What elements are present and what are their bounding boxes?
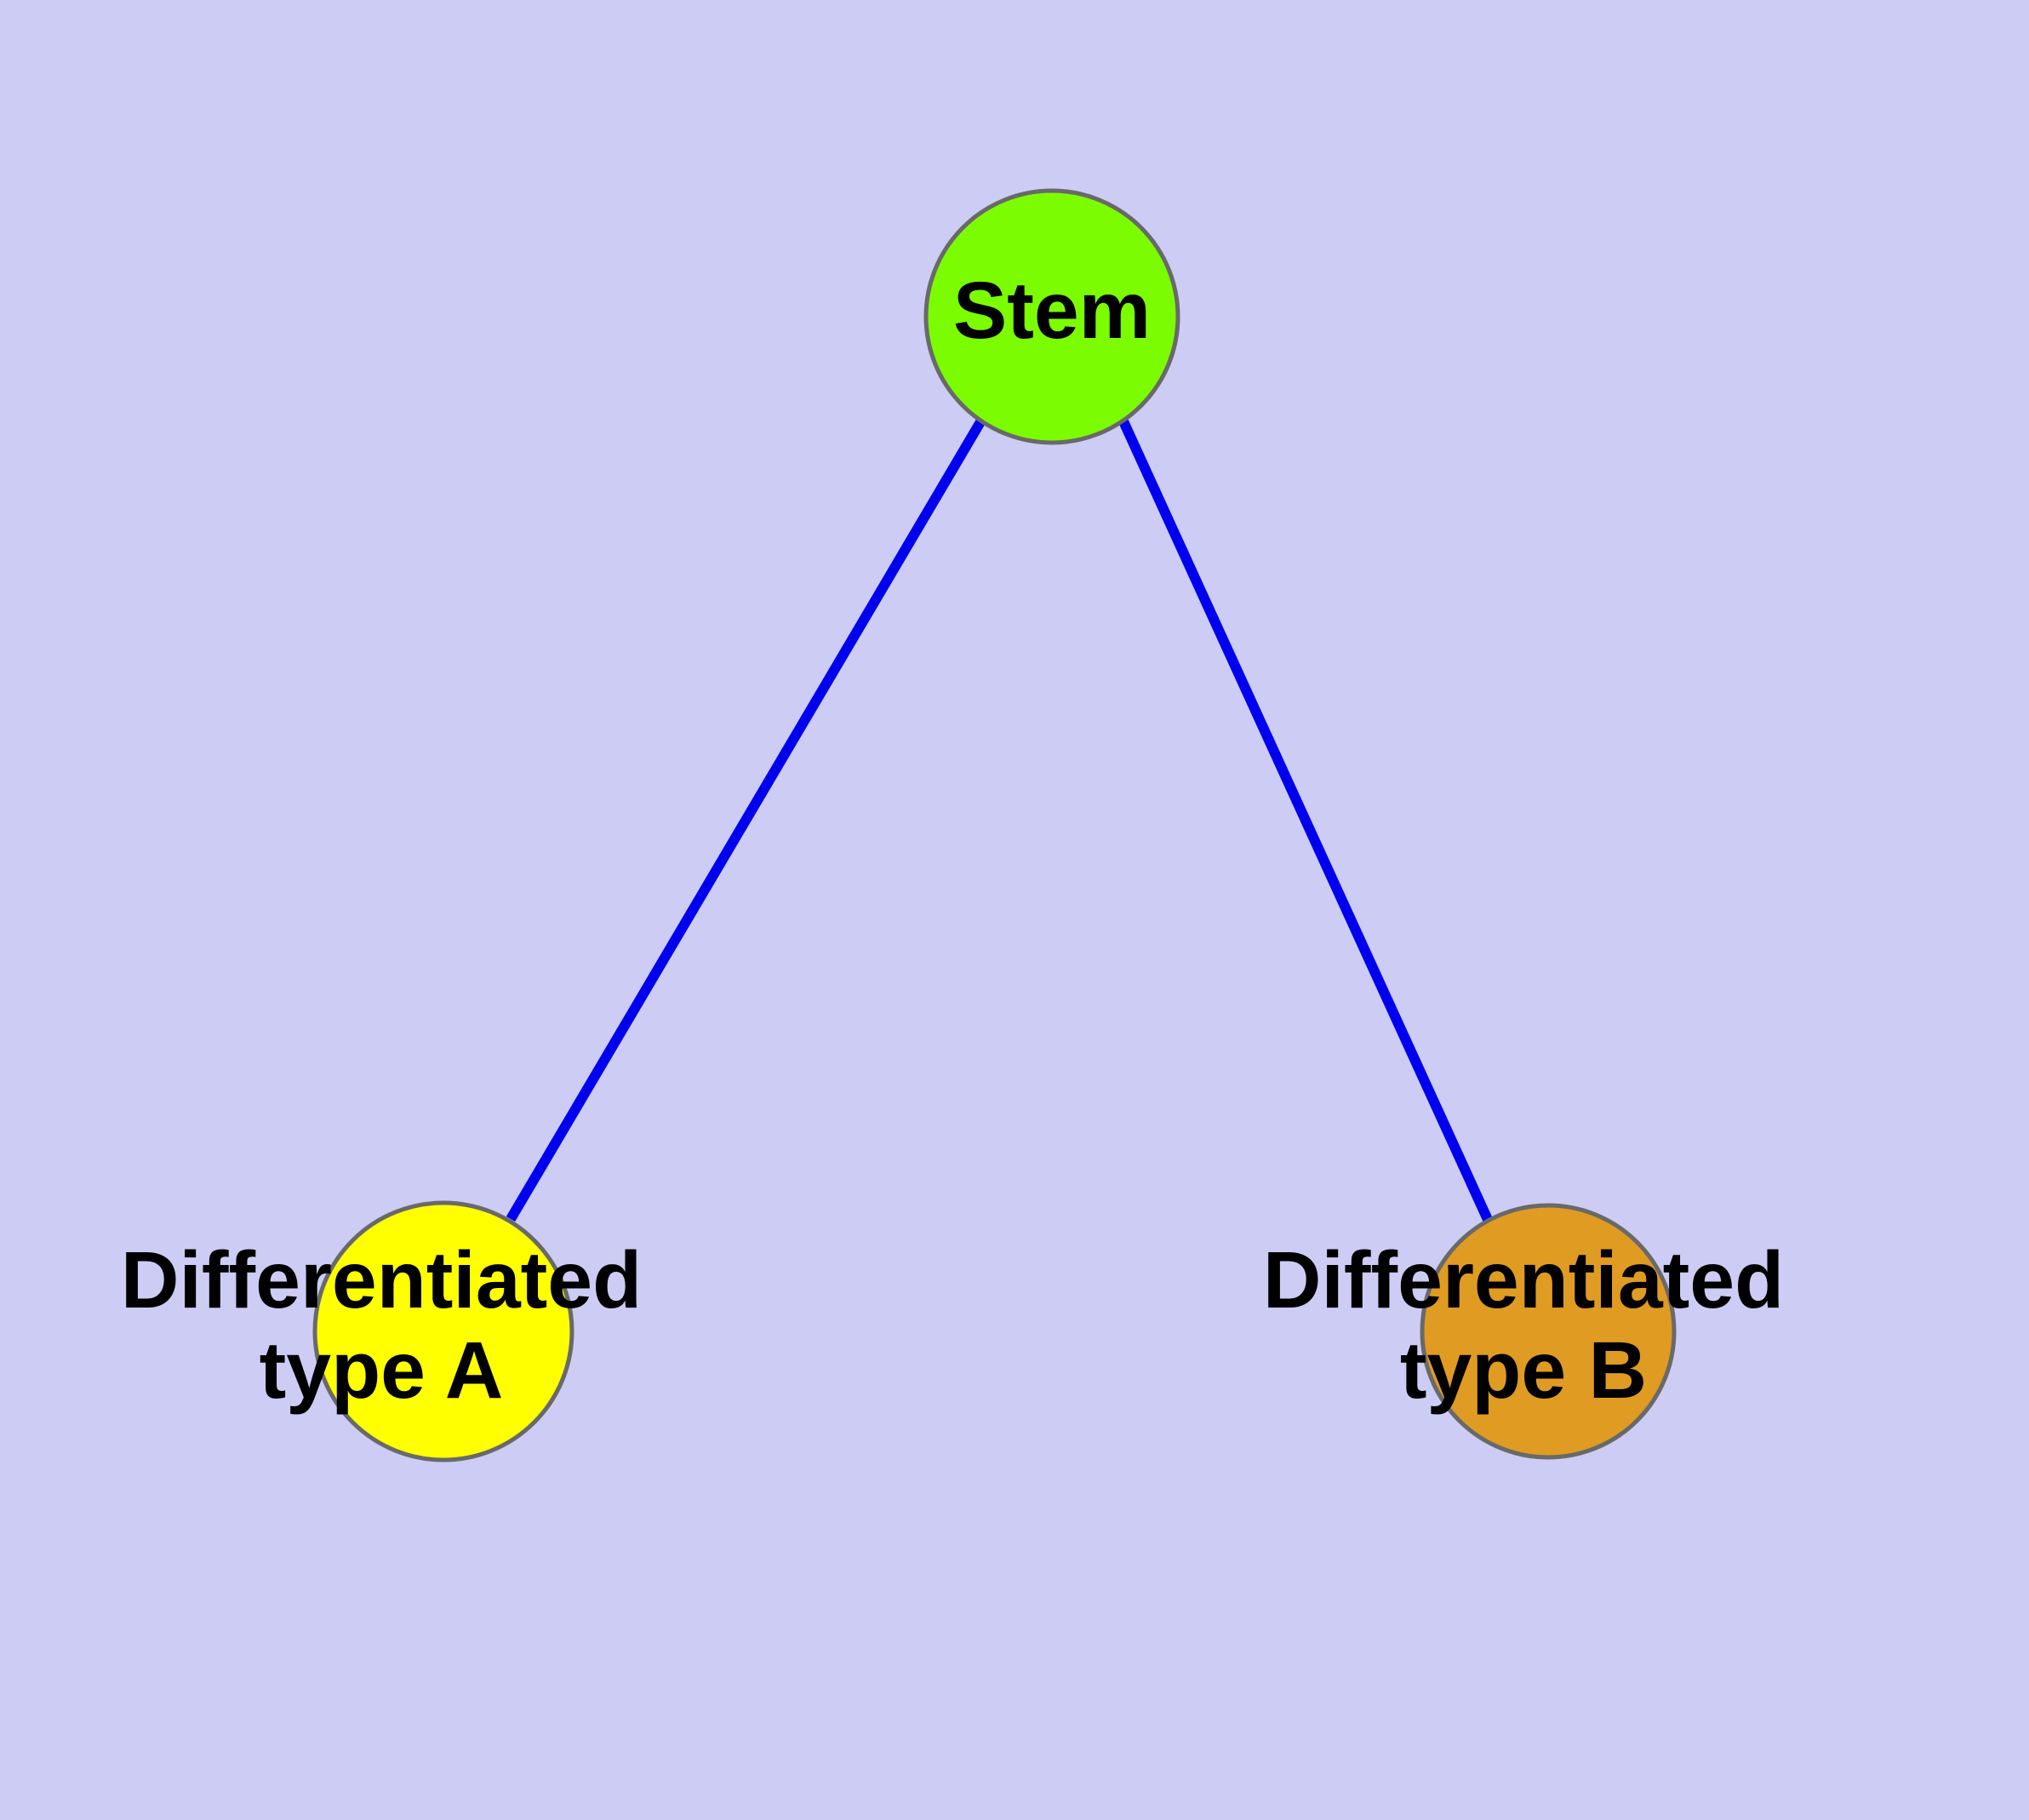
graph-edge-stem-to-diff-b[interactable]: [1118, 419, 1495, 1226]
node-circle-diff_b[interactable]: [1420, 1203, 1677, 1460]
node-label-line: Differentiated: [121, 1235, 642, 1325]
graph-node-stem[interactable]: Stem: [923, 188, 1180, 445]
graph-edge-stem-to-diff-a[interactable]: [506, 417, 986, 1222]
node-label-stem: Stem: [953, 266, 1151, 356]
node-label-line: type B: [1400, 1325, 1647, 1416]
node-circle-stem[interactable]: [923, 188, 1180, 445]
node-label-line: Stem: [953, 266, 1151, 356]
edges-layer: [506, 417, 1495, 1226]
node-label-line: Differentiated: [1263, 1235, 1784, 1325]
node-label-line: type A: [260, 1325, 504, 1416]
node-circle-diff_a[interactable]: [312, 1200, 574, 1462]
